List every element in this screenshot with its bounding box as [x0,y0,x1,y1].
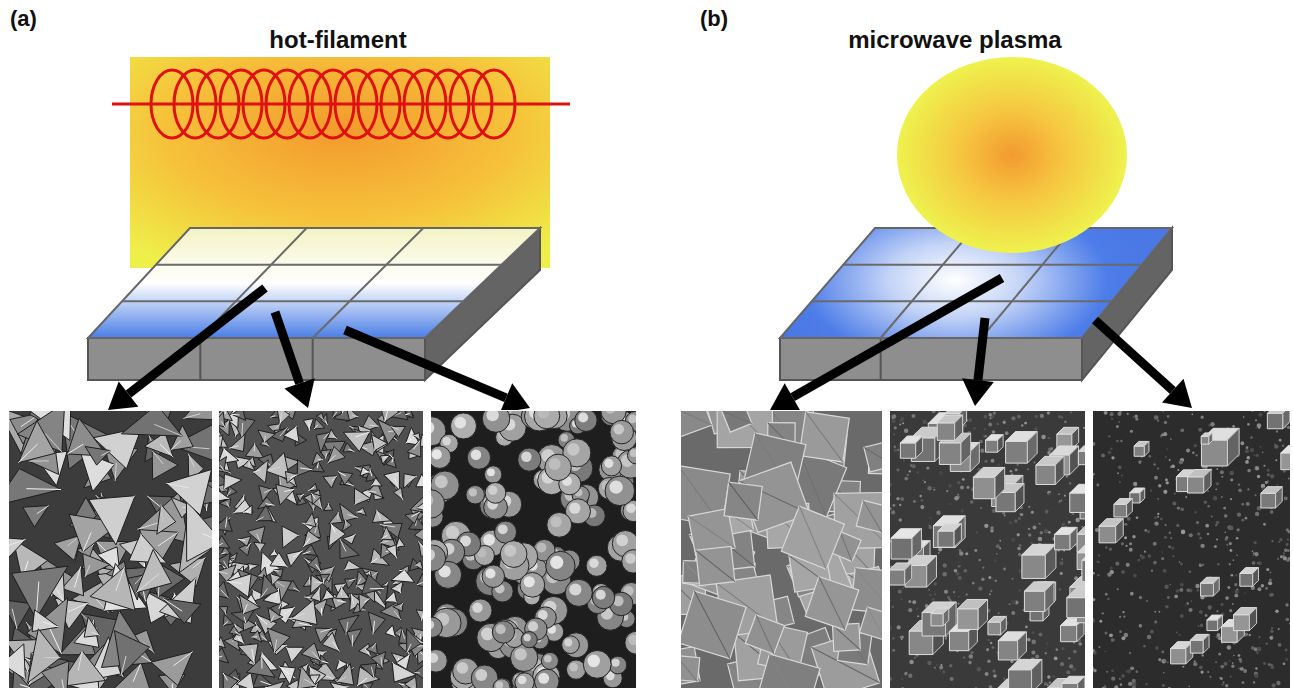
substrate-plate [780,228,1172,380]
sem-micrograph [889,410,1086,689]
pointer-arrow [962,318,994,406]
substrate-plate [88,228,540,380]
filament-coil [112,70,570,138]
plasma-ball [897,57,1127,253]
pointer-arrow [345,330,530,413]
pointer-arrow [108,288,265,410]
panel-title: hot-filament [269,28,406,52]
sem-micrograph [1092,410,1291,689]
panel-letter: (b) [700,8,728,30]
sem-micrograph [218,410,424,689]
panel-title: microwave plasma [848,28,1061,52]
panel-letter: (a) [10,8,37,30]
pointer-arrow [275,312,315,408]
sem-micrograph [430,410,637,689]
pointer-arrow [1095,320,1192,408]
sem-micrograph [680,410,883,689]
pointer-arrow [770,278,1002,411]
sem-micrograph [8,410,213,689]
